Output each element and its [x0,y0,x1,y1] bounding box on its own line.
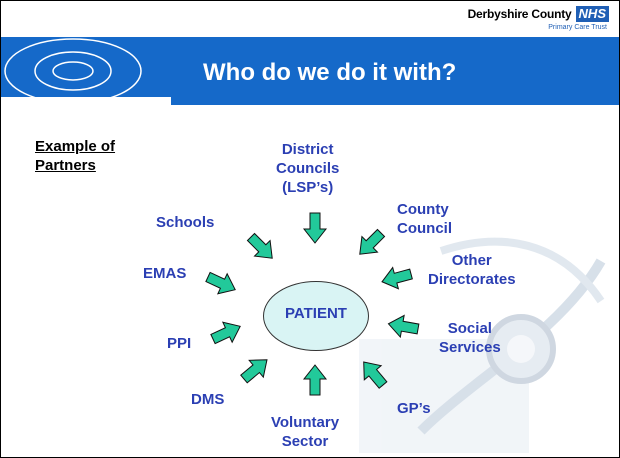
arrow-county-council [351,224,390,263]
banner-notch [1,97,171,105]
other-directorates-label: Other Directorates [428,251,516,289]
patient-label: PATIENT [285,305,347,322]
org-name: Derbyshire County [467,6,572,21]
social-services-label: Social Services [439,319,501,357]
district-councils-line-1: District [281,141,334,158]
title-banner [1,37,619,105]
arrow-schools [242,228,281,267]
example-label: Example of Partners [35,137,115,175]
arrow-district-councils [303,212,327,244]
county-council-line-2: Council [397,220,452,237]
other-directorates-line-2: Directorates [428,271,516,288]
ppi-label: PPI [167,335,192,352]
arrow-other-directorates [378,262,415,293]
voluntary-sector-label: Voluntary Sector [271,413,339,451]
stethoscope-image [359,237,606,453]
gps-label: GP’s [397,400,431,417]
example-line-2: Partners [35,157,96,174]
patient-ellipse [263,281,369,351]
district-councils-label: District Councils (LSP’s) [276,140,339,197]
social-services-line-2: Services [439,339,501,356]
arrow-social-services [386,312,421,341]
district-councils-line-2: Councils [276,160,340,177]
org-subtitle: Primary Care Trust [548,24,607,31]
social-services-line-1: Social [447,320,492,337]
slide-title: Who do we do it with? [203,59,457,86]
other-directorates-line-1: Other [451,252,492,269]
arrow-ppi [207,315,246,350]
district-councils-line-3: (LSP’s) [282,179,334,196]
nhs-logo: NHS [575,5,609,22]
voluntary-sector-line-1: Voluntary [271,414,340,431]
arrow-dms [236,350,275,388]
arrow-gps [354,354,392,393]
emas-label: EMAS [143,265,187,282]
dms-label: DMS [191,391,225,408]
arrow-voluntary-sector [303,364,327,396]
county-council-label: County Council [397,200,452,238]
example-line-1: Example of [35,138,116,155]
arrow-emas [202,266,241,301]
schools-label: Schools [156,214,215,231]
county-council-line-1: County [397,201,449,218]
voluntary-sector-line-2: Sector [281,433,329,450]
